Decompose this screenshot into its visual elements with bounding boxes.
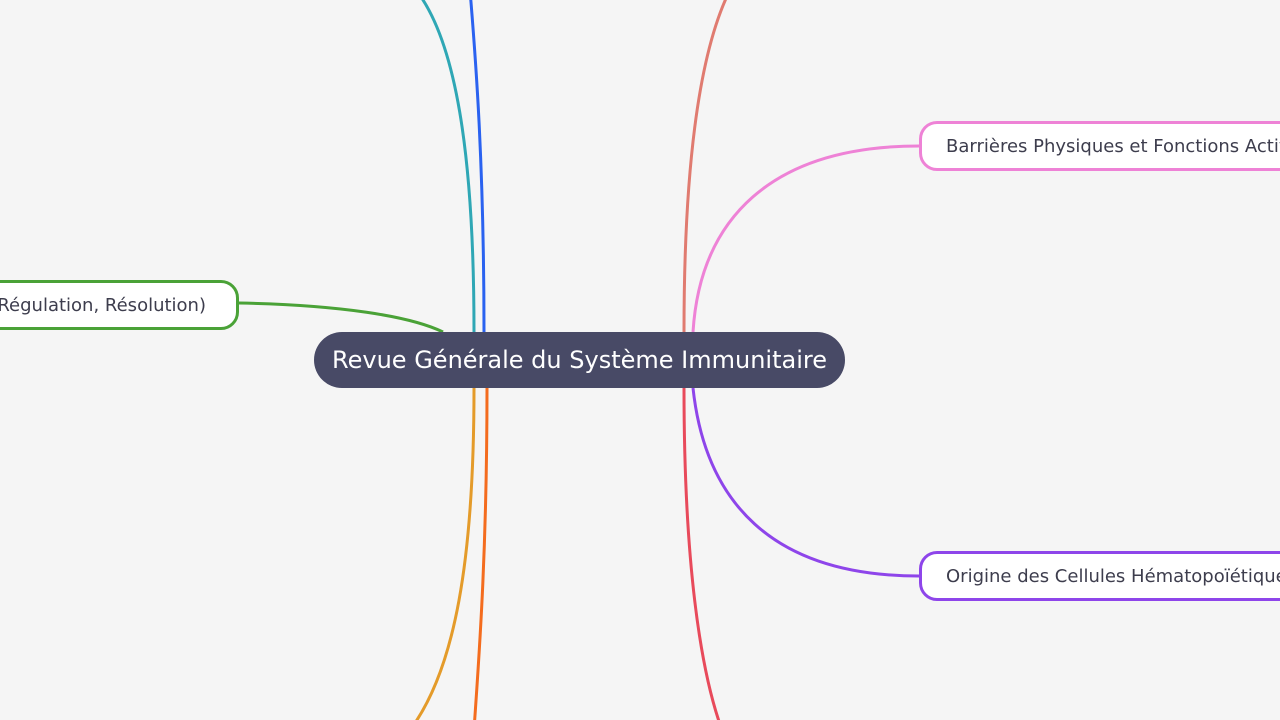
topic-node-barrieres[interactable]: Barrières Physiques et Fonctions Actives: [919, 121, 1280, 171]
root-label: Revue Générale du Système Immunitaire: [332, 346, 827, 374]
branch-line-gold: [415, 387, 476, 720]
branch-line-orange: [473, 387, 489, 720]
branch-line-blue: [469, 0, 486, 333]
branch-line-red: [682, 387, 721, 720]
topic-node-origine[interactable]: Origine des Cellules Hématopoïétiques: [919, 551, 1280, 601]
branch-line-teal: [421, 0, 476, 333]
topic-label: Origine des Cellules Hématopoïétiques: [946, 565, 1280, 587]
branch-line-salmon: [682, 0, 727, 333]
topic-label: Barrières Physiques et Fonctions Actives: [946, 135, 1280, 157]
root-node[interactable]: Revue Générale du Système Immunitaire: [314, 332, 845, 388]
topic-node-left[interactable]: n, Régulation, Résolution): [0, 280, 239, 330]
branch-line-purple: [691, 387, 920, 578]
topic-label: n, Régulation, Résolution): [0, 294, 206, 316]
branch-line-pink: [691, 144, 920, 333]
branch-line-green: [238, 301, 444, 334]
